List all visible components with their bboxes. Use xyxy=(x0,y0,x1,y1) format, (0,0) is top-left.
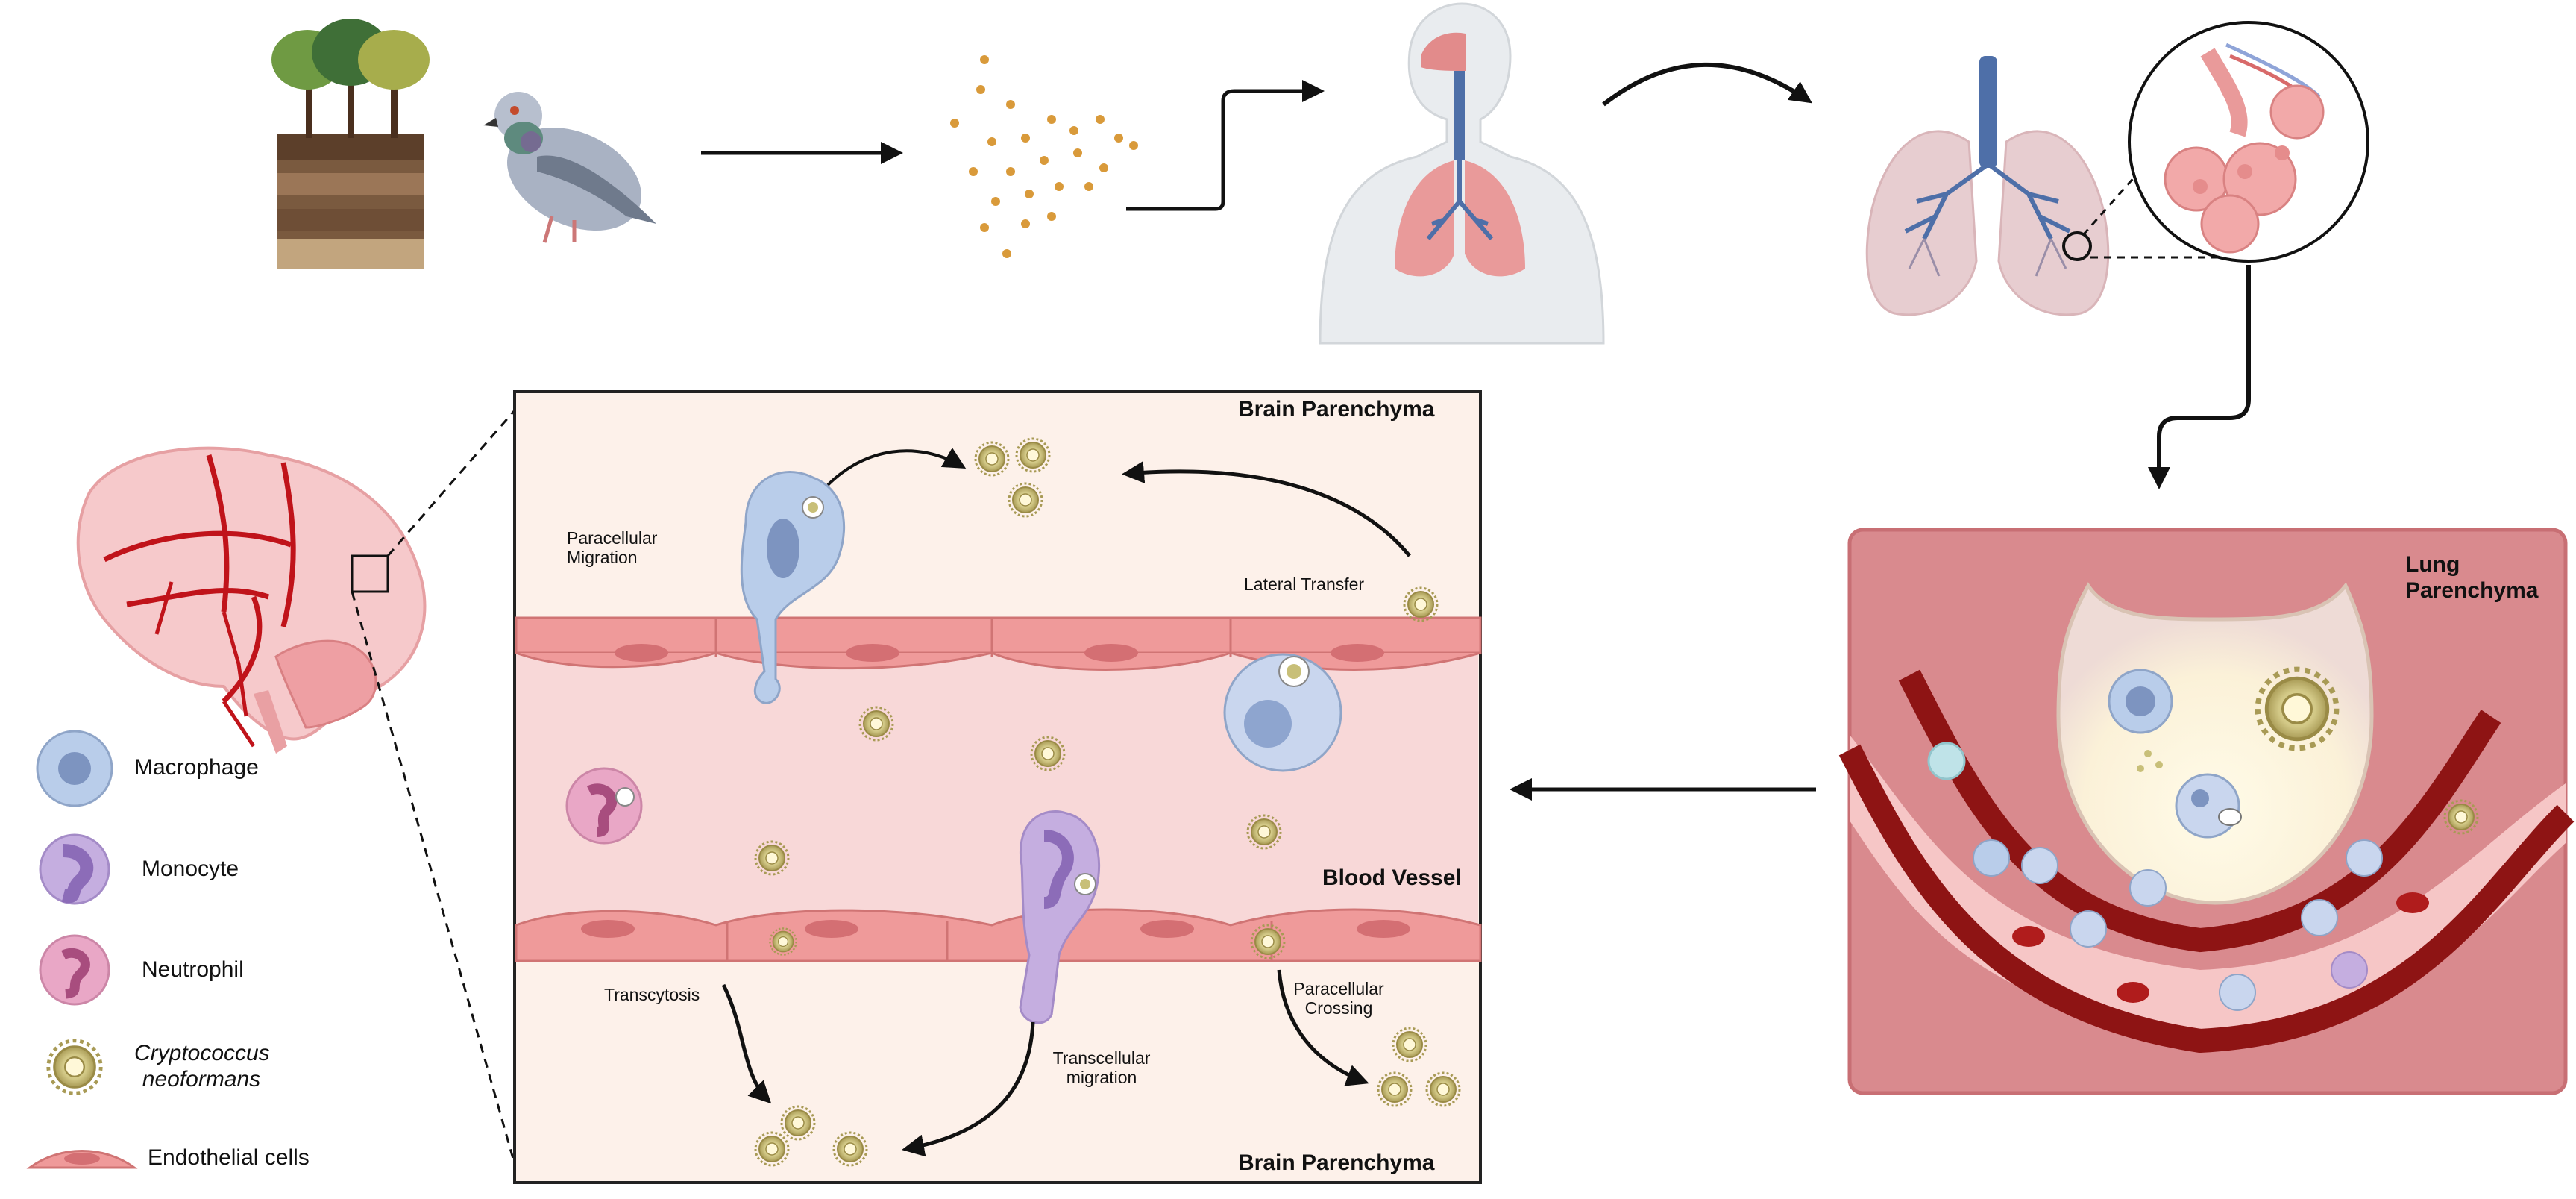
spores-icon xyxy=(950,55,1138,258)
legend-monocyte-label: Monocyte xyxy=(142,857,239,881)
neutrophil-icon xyxy=(39,934,110,1006)
arrow-transcytosis xyxy=(721,983,772,1104)
legend-icons xyxy=(26,730,138,1169)
monocyte-icon xyxy=(39,833,110,905)
arrow-lateral-transfer xyxy=(1122,461,1411,557)
lung-parenchyma-label: Lung Parenchyma xyxy=(2405,552,2539,603)
transcytosis-label: Transcytosis xyxy=(604,985,700,1004)
zoom-line xyxy=(351,591,516,1165)
lateral-transfer-label: Lateral Transfer xyxy=(1244,575,1365,594)
human-respiratory-icon xyxy=(1319,2,1605,345)
blood-vessel-label: Blood Vessel xyxy=(1322,865,1462,890)
legend-neutrophil-label: Neutrophil xyxy=(142,957,244,982)
lung-parenchyma-panel xyxy=(1838,528,2575,1095)
pigeon-icon xyxy=(483,92,656,243)
macrophage-icon xyxy=(36,730,113,807)
brain-parenchyma-top-label: Brain Parenchyma xyxy=(1238,397,1435,422)
legend-endothelial-label: Endothelial cells xyxy=(148,1145,310,1170)
zoom-line xyxy=(386,410,516,557)
paracellular-crossing-label: Paracellular Crossing xyxy=(1293,979,1384,1018)
lungs-icon xyxy=(1865,56,2110,316)
cryptococcus-icon xyxy=(48,1041,101,1093)
legend-cryptococcus-label: Cryptococcus neoformans xyxy=(134,1041,270,1092)
endothelial-cell-icon xyxy=(26,1150,138,1169)
arrow-transcellular-migration xyxy=(902,1021,1035,1157)
arrow-paracellular-migration xyxy=(826,447,967,486)
arrow-paracellular-crossing xyxy=(1277,969,1369,1086)
brain-icon xyxy=(76,446,427,754)
soil-trees-icon xyxy=(271,19,430,269)
alveoli-zoom-icon xyxy=(2128,21,2369,263)
arrow-to-human xyxy=(1126,80,1325,211)
paracellular-migration-label: Paracellular Migration xyxy=(567,528,658,568)
blood-vessel-panel xyxy=(513,390,1482,1184)
transcellular-migration-label: Transcellular migration xyxy=(1052,1048,1151,1088)
brain-parenchyma-bottom-label: Brain Parenchyma xyxy=(1238,1151,1435,1175)
legend-macrophage-label: Macrophage xyxy=(134,755,259,780)
arrow-to-lung-parenchyma xyxy=(2148,265,2251,489)
arrow-to-lungs xyxy=(1602,62,1812,107)
